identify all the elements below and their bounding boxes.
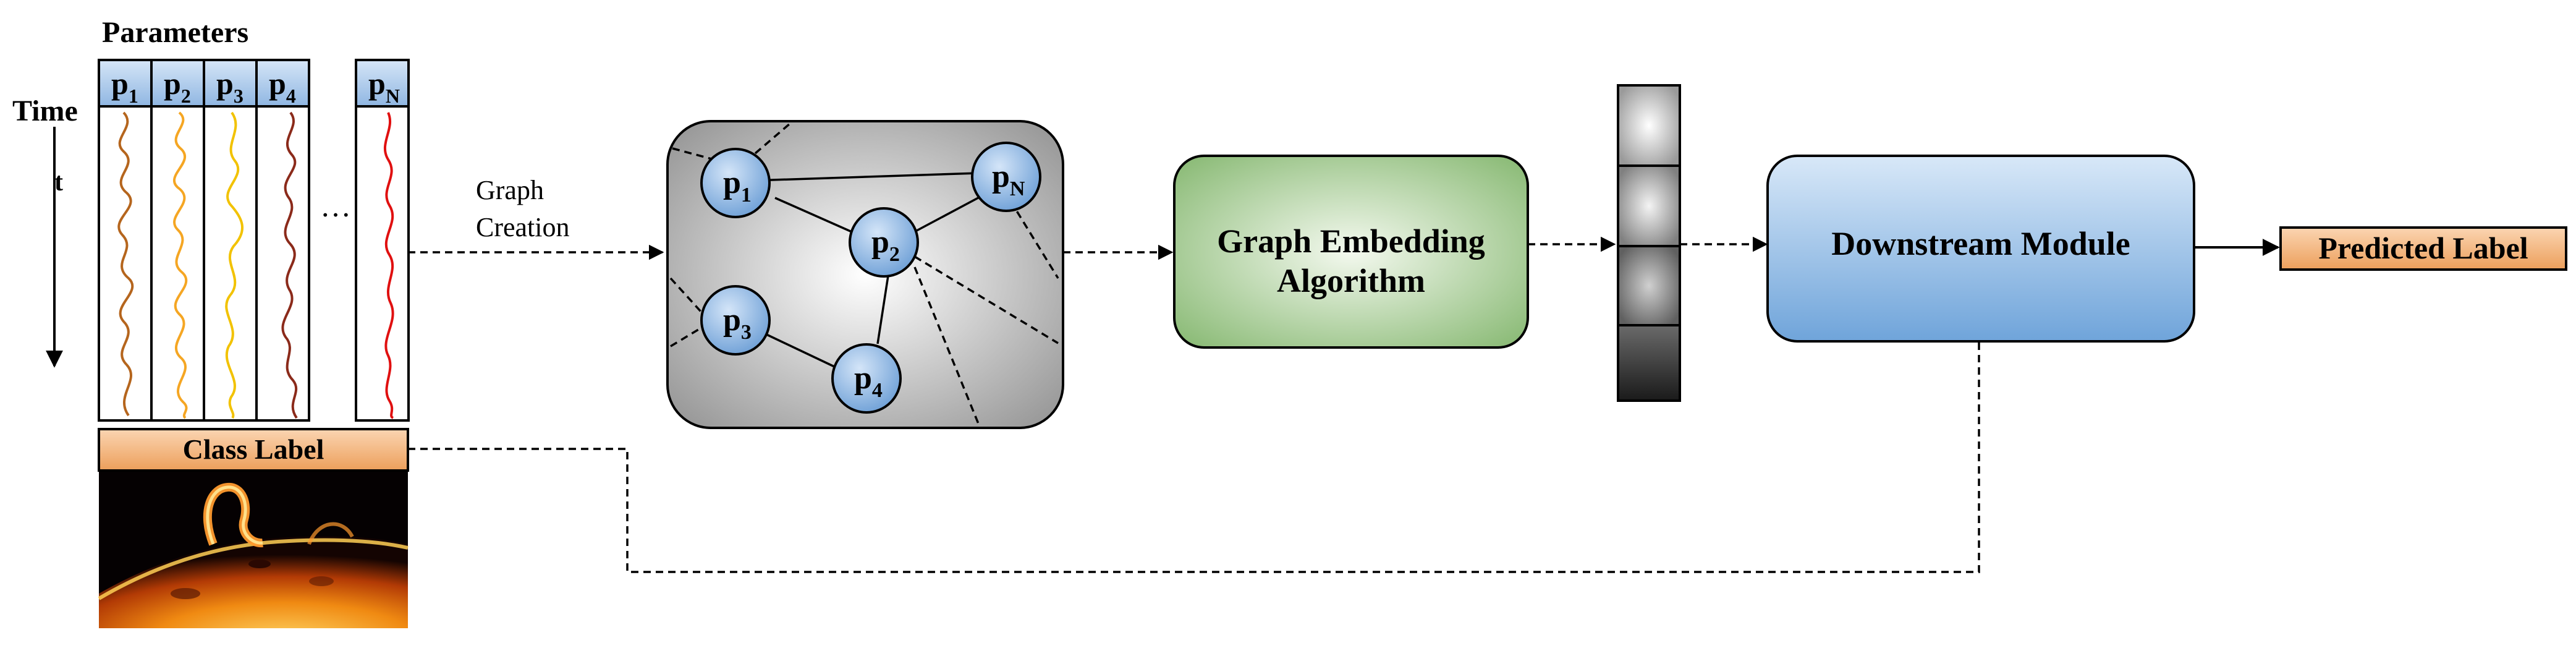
solar-flare-image [98, 472, 409, 628]
parameter-column-p4: p4 [255, 59, 310, 422]
svg-text:p2: p2 [871, 224, 900, 266]
graph-embedding-label-line1: Graph Embedding [1217, 223, 1485, 260]
time-label: Time [12, 95, 78, 127]
param-header-p1: p1 [111, 66, 138, 107]
graph-embedding-label-line2: Algorithm [1277, 262, 1425, 299]
graph-node-p1: p1 [700, 148, 771, 218]
graph-node-p4: p4 [831, 343, 902, 414]
param-timeseries-p2 [173, 111, 188, 419]
class-label-text: Class Label [183, 433, 324, 465]
graph-node-p2: p2 [849, 207, 919, 278]
time-t-label: t [54, 168, 63, 197]
graph-creation-label-line2: Creation [476, 212, 570, 242]
graph-outgoing-edges [669, 122, 1059, 427]
parameter-column-pN: pN [355, 59, 410, 422]
param-timeseries-p4 [281, 111, 298, 419]
param-header-p2: p2 [164, 66, 191, 107]
svg-text:p3: p3 [723, 302, 752, 344]
param-header-pN: pN [368, 66, 400, 107]
param-timeseries-p3 [225, 111, 244, 419]
parameter-column-p3: p3 [203, 59, 258, 422]
embedding-vector [1617, 84, 1681, 402]
param-header-p3: p3 [216, 66, 244, 107]
predicted-label-box [2279, 226, 2567, 271]
param-timeseries-p1 [117, 111, 134, 417]
parameter-columns: p1 p2 p3 p4 … pN [98, 59, 410, 422]
class-label-box [98, 428, 409, 472]
graph-edges [753, 172, 985, 368]
graph-node-p3: p3 [700, 285, 771, 356]
graph-node-pN: pN [971, 142, 1041, 212]
graph-creation-label-line1: Graph [476, 175, 544, 205]
graph-panel: p1 pN p2 p3 p4 [666, 120, 1064, 429]
parameter-column-p1: p1 [98, 59, 153, 422]
predicted-label-text: Predicted Label [2318, 231, 2528, 265]
param-timeseries-pN [384, 112, 394, 419]
svg-text:p4: p4 [854, 360, 883, 402]
svg-text:p1: p1 [723, 165, 752, 207]
columns-ellipsis: … [320, 189, 351, 223]
parameters-title: Parameters [102, 16, 248, 49]
downstream-module-label: Downstream Module [1831, 225, 2130, 262]
svg-text:pN: pN [992, 159, 1025, 200]
param-header-p4: p4 [269, 66, 296, 107]
parameter-column-p2: p2 [150, 59, 205, 422]
graph-embedding-box [1173, 155, 1529, 349]
class-label-feedback-path [408, 341, 1980, 573]
